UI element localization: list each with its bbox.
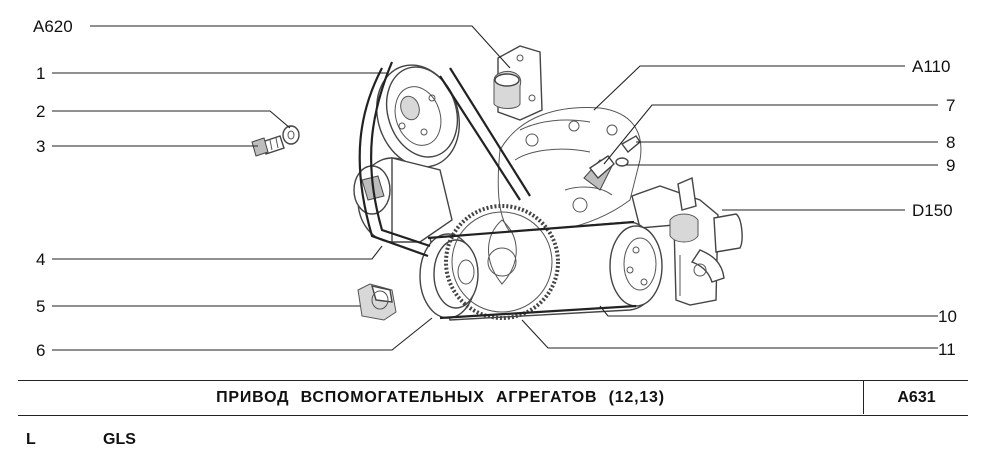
steering-pump-d150 [631, 176, 743, 306]
footer-model: GLS [103, 431, 136, 448]
callout-1: 1 [36, 64, 45, 83]
callout-3: 3 [36, 137, 45, 156]
footer-left-mark: L [26, 431, 36, 448]
callout-a620: A620 [33, 17, 73, 36]
bracket-a620 [493, 45, 543, 121]
title-divider [863, 381, 864, 414]
title-block: ПРИВОД ВСПОМОГАТЕЛЬНЫХ АГРЕГАТОВ (12,13)… [18, 380, 968, 416]
callout-a110: A110 [912, 57, 950, 76]
callout-8: 8 [946, 133, 955, 152]
callout-d150: D150 [912, 201, 953, 220]
sensor-assembly [583, 135, 641, 191]
idler-pulley [353, 157, 453, 243]
callout-6: 6 [36, 341, 45, 360]
water-pump-pulley [376, 64, 460, 168]
callout-7: 7 [946, 96, 955, 115]
callout-4: 4 [36, 250, 45, 269]
callout-2: 2 [36, 102, 45, 121]
diagram-code: A631 [897, 389, 936, 406]
washer [282, 125, 300, 145]
callout-10: 10 [938, 307, 957, 326]
callout-9: 9 [946, 156, 955, 175]
leader-lines [52, 25, 938, 351]
diagram-title: ПРИВОД ВСПОМОГАТЕЛЬНЫХ АГРЕГАТОВ (12,13) [216, 389, 665, 406]
callout-5: 5 [36, 297, 45, 316]
callout-11: 11 [938, 340, 956, 359]
timing-gear [444, 204, 560, 320]
bolt [251, 135, 285, 157]
nut [357, 283, 397, 321]
drive-belt [358, 61, 637, 320]
